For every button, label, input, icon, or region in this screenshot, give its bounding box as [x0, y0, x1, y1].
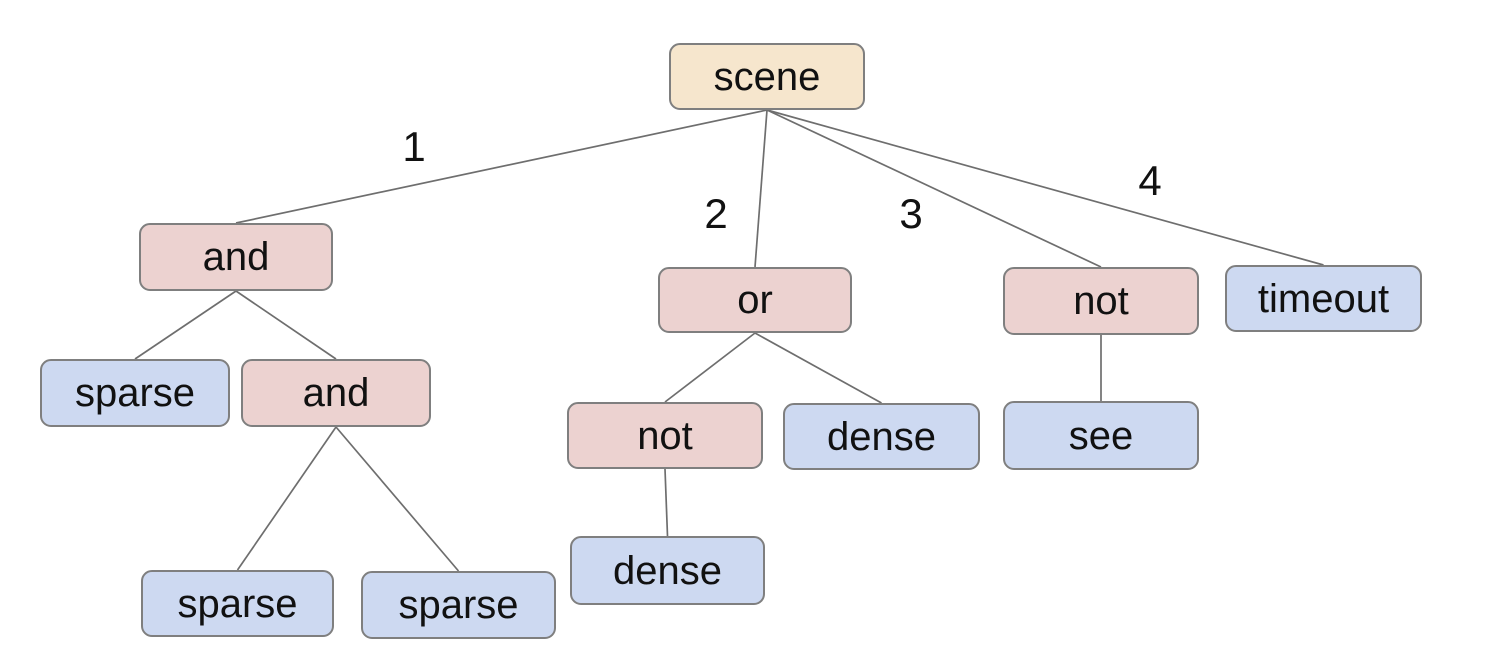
tree-node-scene: scene: [669, 43, 865, 110]
tree-node-sparse1: sparse: [40, 359, 230, 427]
tree-node-timeout1: timeout: [1225, 265, 1422, 332]
tree-node-dense1: dense: [783, 403, 980, 470]
edge-scene-to-timeout1: [766, 109, 1324, 266]
tree-node-not1: not: [1003, 267, 1199, 335]
edge-and2-to-sparse2: [236, 426, 337, 571]
edge-scene-to-not1: [766, 109, 1102, 268]
tree-node-sparse3: sparse: [361, 571, 556, 639]
tree-node-and1: and: [139, 223, 333, 291]
edge-label-4: 4: [1138, 157, 1162, 204]
edge-label-3: 3: [899, 190, 923, 237]
tree-node-see1: see: [1003, 401, 1199, 470]
edge-or1-to-not2: [664, 332, 756, 403]
tree-node-dense2: dense: [570, 536, 765, 605]
edge-or1-to-dense1: [754, 332, 882, 404]
edge-label-2: 2: [704, 190, 728, 237]
edge-and1-to-and2: [235, 290, 337, 360]
edge-and2-to-sparse3: [335, 426, 460, 572]
edge-scene-to-and1: [235, 109, 768, 224]
tree-node-sparse2: sparse: [141, 570, 334, 637]
edge-and1-to-sparse1: [134, 290, 237, 360]
edge-scene-to-or1: [754, 109, 768, 268]
tree-node-not2: not: [567, 402, 763, 469]
edge-not2-to-dense2: [664, 468, 669, 537]
tree-node-and2: and: [241, 359, 431, 427]
tree-node-or1: or: [658, 267, 852, 333]
edge-label-1: 1: [402, 123, 426, 170]
